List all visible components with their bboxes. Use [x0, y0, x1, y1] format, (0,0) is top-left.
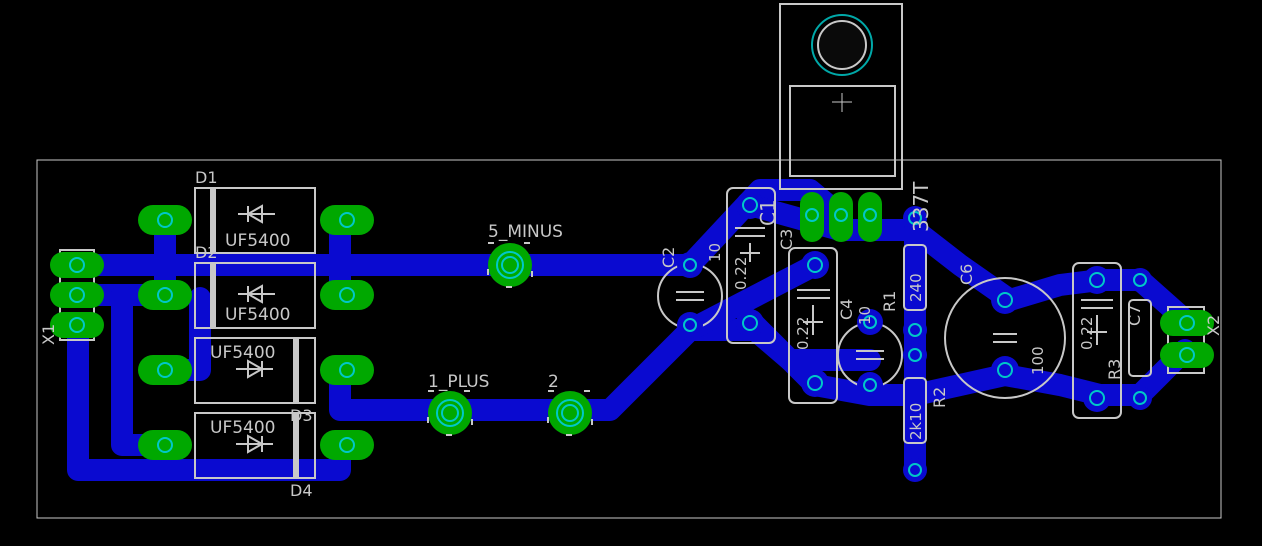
c7-body — [1072, 262, 1122, 419]
label-c4-value: 10 — [856, 306, 874, 325]
label-d4: D4 — [290, 481, 313, 500]
pad-x2-2 — [1160, 342, 1214, 368]
label-pad-2: 2 — [548, 372, 559, 392]
pad-d2-k — [320, 280, 374, 310]
r3-body — [1128, 299, 1152, 377]
pad-d4-a — [138, 430, 192, 460]
drill-holes — [69, 197, 1195, 477]
d1-body — [194, 187, 316, 254]
round-pads — [677, 191, 1152, 482]
pad-d2-a — [138, 280, 192, 310]
c1-body — [726, 187, 776, 344]
label-c3-value: 0.22 — [794, 317, 812, 350]
label-c2-value: 10 — [706, 243, 724, 262]
board-outline — [36, 159, 1222, 519]
pad-x1-2 — [50, 282, 104, 308]
trace-c1-bus — [739, 194, 926, 241]
ic-mounting-hole-ring — [811, 14, 873, 76]
pad-minus — [488, 243, 532, 287]
pad-d4-k — [320, 430, 374, 460]
wire-pad-frames — [427, 242, 593, 436]
label-r3: R3 — [1105, 359, 1124, 380]
label-5-minus: 5_MINUS — [488, 222, 563, 242]
pad-d3-a — [138, 355, 192, 385]
pad-2 — [548, 391, 592, 435]
d3-body — [194, 337, 316, 404]
label-d2-value: UF5400 — [225, 305, 291, 325]
pad-d3-k — [320, 355, 374, 385]
label-c7-value: 0.22 — [1078, 317, 1096, 350]
label-c2: C2 — [659, 247, 678, 268]
label-d2: D2 — [195, 243, 218, 262]
label-r2-value: 2k10 — [907, 403, 925, 440]
label-c6-value: 100 — [1029, 346, 1047, 375]
silkscreen-bodies — [59, 3, 1205, 479]
label-c4: C4 — [837, 299, 856, 320]
pad-d1-k — [320, 205, 374, 235]
label-d1-value: UF5400 — [225, 231, 291, 251]
label-c7: C7 — [1125, 305, 1144, 326]
label-r1: R1 — [880, 291, 899, 312]
r1-body — [903, 244, 927, 311]
label-c1-value: 0.22 — [732, 257, 750, 290]
c6-body — [944, 277, 1066, 399]
ic-mounting-hole — [817, 20, 867, 70]
label-c1: C1 — [756, 199, 780, 226]
diode-symbols — [236, 204, 275, 454]
label-d3: D3 — [290, 406, 313, 425]
label-c6: C6 — [957, 264, 976, 285]
pads — [50, 192, 1214, 460]
label-ic-value: 337T — [909, 181, 933, 232]
label-r1-value: 240 — [907, 273, 925, 302]
label-1-plus: 1_PLUS — [428, 372, 489, 392]
x2-body — [1167, 306, 1205, 374]
label-r2: R2 — [930, 387, 949, 408]
pad-ic-2 — [829, 192, 853, 242]
pad-x1-1 — [50, 252, 104, 278]
ic-body — [789, 85, 896, 177]
cap-symbols — [676, 227, 1113, 360]
ic-tab — [779, 3, 903, 190]
label-x1: X1 — [39, 324, 58, 345]
pad-d1-a — [138, 205, 192, 235]
d4-body — [194, 412, 316, 479]
label-d3-value: UF5400 — [210, 343, 276, 363]
pad-plus — [428, 391, 472, 435]
label-d4-value: UF5400 — [210, 418, 276, 438]
pad-x2-1 — [1160, 310, 1214, 336]
c3-body — [788, 247, 838, 404]
label-x2: X2 — [1204, 315, 1223, 336]
label-d1: D1 — [195, 168, 218, 187]
diode-cathode-bars — [210, 188, 299, 478]
pad-ic-1 — [800, 192, 824, 242]
d2-body — [194, 262, 316, 329]
label-c3: C3 — [777, 229, 796, 250]
r2-body — [903, 377, 927, 444]
pad-x1-3 — [50, 312, 104, 338]
pad-ic-3 — [858, 192, 882, 242]
